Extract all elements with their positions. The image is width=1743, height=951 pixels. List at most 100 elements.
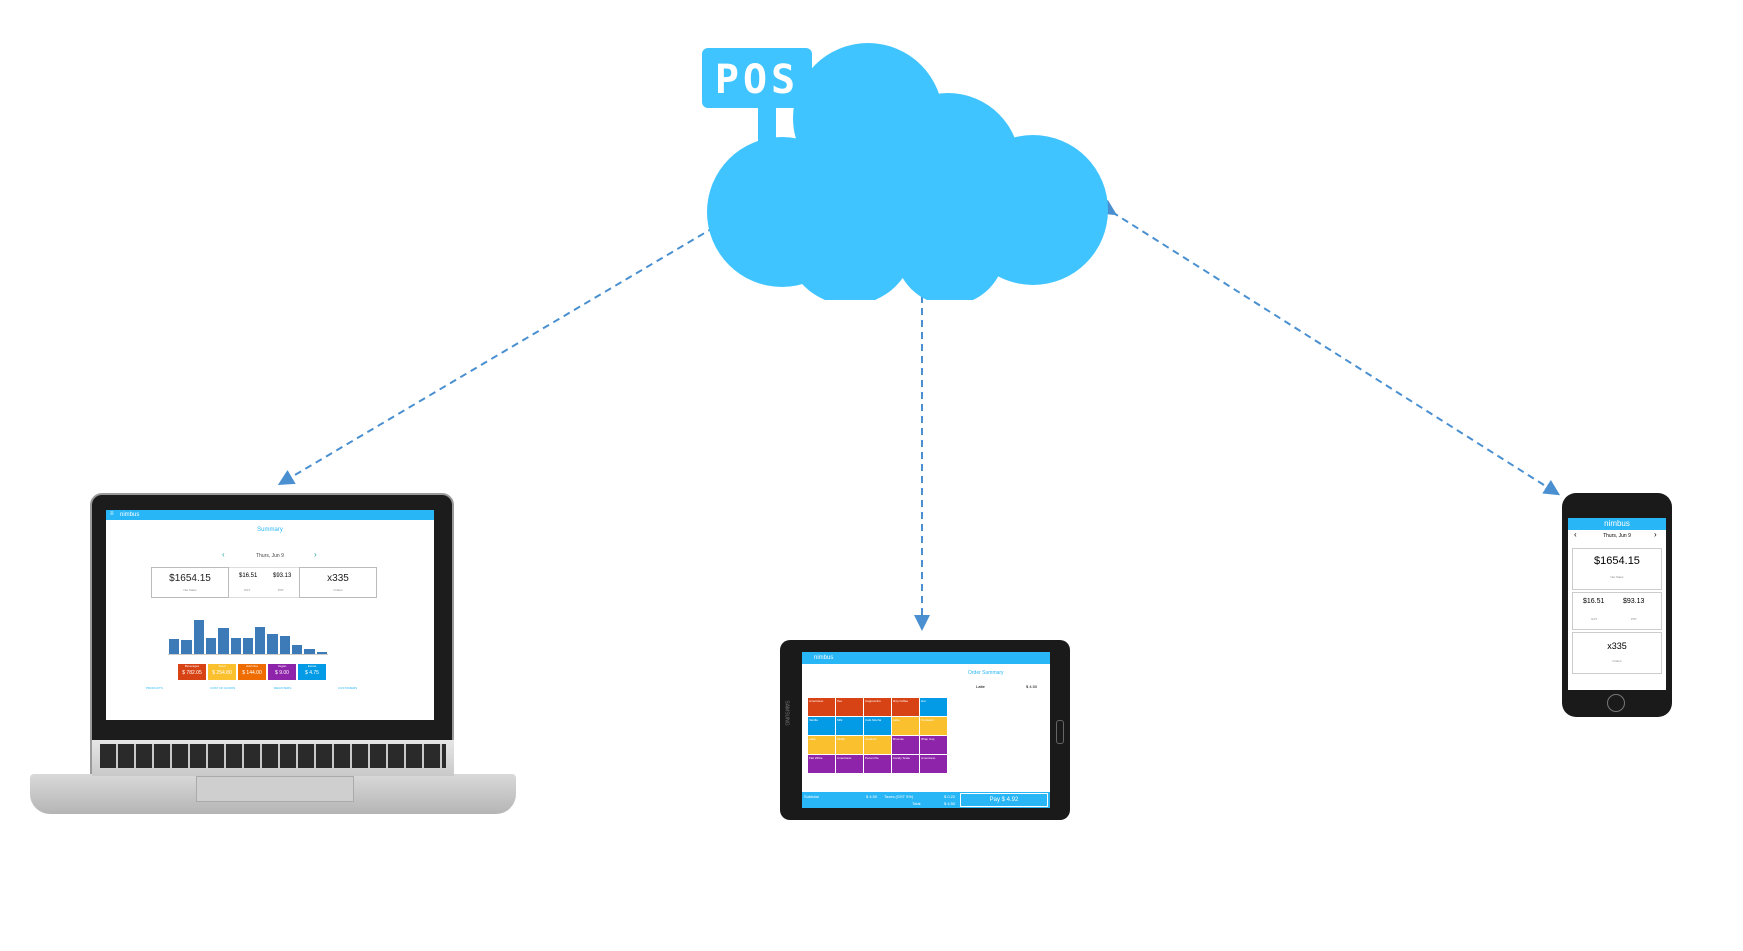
laptop-keyboard xyxy=(100,744,446,768)
tablet-footer: Subtotal $ 4.50 Taxes (GST 5%) $ 0.22 To… xyxy=(802,792,1050,808)
laptop-chart-bar xyxy=(304,648,315,654)
tablet-product-tile[interactable]: Americano xyxy=(808,698,835,716)
phone-net-sales-label: Net Sales xyxy=(1610,575,1624,579)
tablet-subtotal: $ 4.50 xyxy=(866,794,878,799)
laptop-footer-tab[interactable]: PRODUCTS xyxy=(146,686,163,690)
cloud-icon xyxy=(702,43,1108,300)
phone-net-sales-card: $1654.15 Net Sales xyxy=(1572,548,1662,590)
laptop-gst-value: $16.51 xyxy=(239,573,258,579)
tablet-subtotal-label: Subtotal xyxy=(804,794,819,799)
phone-home-button[interactable] xyxy=(1607,694,1625,712)
laptop-screen: ≡ nimbus Summary Thurs, Jun 9 ‹ › $1654.… xyxy=(106,510,434,720)
laptop-category-value: $ 4.75 xyxy=(305,670,319,676)
laptop-app-header: ≡ nimbus xyxy=(106,510,434,520)
tablet-product-tile[interactable]: Candy Scale xyxy=(892,755,919,773)
phone-pst-value: $93.13 xyxy=(1623,598,1645,605)
tablet-taxes-label: Taxes (GST 5%) xyxy=(884,794,914,799)
laptop-chart-bar xyxy=(267,634,278,654)
tablet-product-tile[interactable]: Caramel xyxy=(864,736,891,754)
tablet-product-tile[interactable]: Vanilla xyxy=(808,717,835,735)
laptop-date: Thurs, Jun 9 xyxy=(256,553,284,559)
laptop-chart-bar xyxy=(316,651,327,654)
tablet-brand: nimbus xyxy=(814,655,834,661)
phone-prev-date-icon[interactable]: ‹ xyxy=(1574,530,1577,539)
tablet-product-tile[interactable]: Brownie xyxy=(892,736,919,754)
phone-cloud-arrow xyxy=(1099,199,1561,496)
laptop-bar-chart xyxy=(168,610,328,655)
phone-orders-value: x335 xyxy=(1607,641,1627,651)
laptop-chart-bar xyxy=(169,638,180,654)
laptop-footer-tab[interactable]: CUSTOMERS xyxy=(338,686,358,690)
laptop-category-chip[interactable]: Vegan$ 9.00 xyxy=(268,664,296,680)
phone-gst-value: $16.51 xyxy=(1583,598,1605,605)
tablet-product-tile[interactable]: Pecan Pie xyxy=(864,755,891,773)
laptop-category-value: $ 782.05 xyxy=(182,670,202,676)
tablet-product-tile[interactable]: Flat White xyxy=(808,755,835,773)
tablet-product-tile[interactable]: Americano xyxy=(920,755,947,773)
tablet-total: $ 4.50 xyxy=(944,801,956,806)
laptop-category-value: $ 254.80 xyxy=(212,670,232,676)
pos-badge-label: POS xyxy=(714,57,800,103)
laptop-tax-card: $16.51 $93.13 GST PST xyxy=(229,567,299,598)
laptop-chart-bar xyxy=(218,627,229,654)
laptop-trackpad xyxy=(196,776,354,802)
laptop-chart-bar xyxy=(279,636,291,654)
tablet-product-tile[interactable]: Americano xyxy=(836,755,863,773)
laptop-footer-tab[interactable]: REGISTERS xyxy=(274,686,292,690)
laptop-category-chip[interactable]: Extras $ 4.75 xyxy=(298,664,326,680)
laptop-category-chip[interactable]: Beverages $ 782.05 xyxy=(178,664,206,680)
tablet-order-item: Latte xyxy=(976,684,985,689)
tablet-pay-button[interactable]: Pay $ 4.92 xyxy=(960,793,1048,807)
laptop-brand: nimbus xyxy=(120,512,140,518)
tablet-product-tile[interactable]: Milk xyxy=(836,717,863,735)
tablet-product-tile[interactable]: Tea xyxy=(836,698,863,716)
laptop-chart-bar xyxy=(230,638,241,654)
tablet-product-tile[interactable]: Latte xyxy=(808,736,835,754)
laptop-orders-value: x335 xyxy=(327,573,349,584)
laptop-category-name: Vegan xyxy=(277,664,287,668)
laptop-category-name: Food xyxy=(218,664,226,668)
tablet-product-tile[interactable]: Latte xyxy=(892,717,919,735)
tablet-product-tile[interactable]: Hot xyxy=(920,698,947,716)
phone-screen: nimbus ‹ › Thurs, Jun 9 $1654.15 Net Sal… xyxy=(1568,518,1666,690)
tablet-product-tile[interactable]: Drip Coffee xyxy=(892,698,919,716)
tablet-taxes: $ 0.22 xyxy=(944,794,956,799)
tablet-home-button xyxy=(1056,720,1064,744)
tablet-order-item-price: $ 4.50 xyxy=(1026,684,1038,689)
laptop-chart-bar xyxy=(242,638,254,654)
laptop-chart-bar xyxy=(181,639,192,654)
phone-next-date-icon[interactable]: › xyxy=(1654,530,1657,539)
phone-gst-label: GST xyxy=(1591,617,1598,621)
laptop-category-name: Beverages xyxy=(184,664,200,668)
phone-orders-card: x335 Orders xyxy=(1572,632,1662,674)
laptop-category-chip[interactable]: Add Ons $ 144.00 xyxy=(238,664,266,680)
laptop-orders-card: x335 Orders xyxy=(299,567,377,598)
laptop-chart-bar xyxy=(205,638,217,654)
tablet-order-title: Order Summary xyxy=(968,670,1004,676)
laptop-cloud-arrow xyxy=(277,203,748,486)
laptop-pst-value: $93.13 xyxy=(273,573,292,579)
laptop-category-name: Add Ons xyxy=(246,664,258,668)
tablet-product-tile[interactable]: Wrap Cup xyxy=(920,736,947,754)
tablet-product-tile[interactable]: Muffin xyxy=(836,736,863,754)
laptop-category-chips: Beverages $ 782.05 Food $ 254.80 Add Ons $ 14… xyxy=(178,664,338,680)
tablet-product-tile[interactable]: Cafe Mocha xyxy=(864,717,891,735)
laptop-summary-title: Summary xyxy=(257,527,283,533)
laptop-footer-tab[interactable]: COST OF GOODS xyxy=(210,686,236,690)
laptop-next-date-icon[interactable]: › xyxy=(314,550,317,559)
laptop-category-name: Extras xyxy=(307,664,317,668)
phone-net-sales-value: $1654.15 xyxy=(1594,555,1640,567)
laptop-category-chip[interactable]: Food $ 254.80 xyxy=(208,664,236,680)
laptop-gst-label: GST xyxy=(244,588,251,592)
laptop-category-value: $ 144.00 xyxy=(242,670,262,676)
menu-icon[interactable]: ≡ xyxy=(110,511,114,517)
phone-tax-card: $16.51 $93.13 GST PST xyxy=(1572,592,1662,630)
laptop-prev-date-icon[interactable]: ‹ xyxy=(222,550,225,559)
phone-date: Thurs, Jun 9 xyxy=(1603,533,1631,539)
laptop-pst-label: PST xyxy=(278,588,284,592)
tablet-product-tile[interactable]: Croissant xyxy=(920,717,947,735)
tablet-product-tile[interactable]: Cappuccino xyxy=(864,698,891,716)
